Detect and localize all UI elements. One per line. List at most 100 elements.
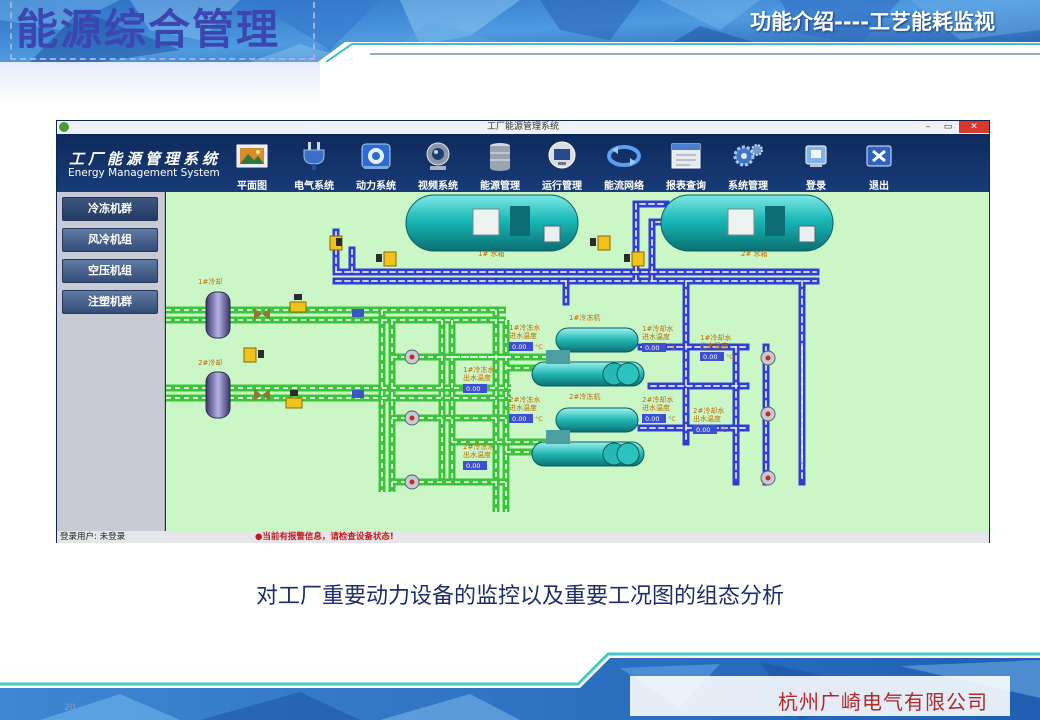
toolbar-system[interactable]: 系统管理 — [719, 138, 777, 192]
toolbar-system-label: 系统管理 — [728, 181, 768, 192]
database-icon — [490, 143, 510, 171]
exit-icon — [866, 145, 892, 167]
status-alarm[interactable]: ●当前有报警信息，请检查设备状态! — [255, 532, 394, 542]
maximize-button[interactable]: ▭ — [943, 122, 953, 132]
cw1-out-value: 0.00 — [703, 353, 717, 361]
toolbar-floor-plan[interactable]: 平面图 — [223, 138, 281, 192]
cw1-out-unit: °C — [726, 353, 734, 361]
network-icon — [607, 145, 641, 167]
cw2-in-label-1: 2#冷却水 — [642, 395, 673, 404]
report-icon — [671, 143, 701, 169]
cooler-2 — [205, 371, 231, 419]
pumps — [404, 349, 776, 490]
valves — [243, 235, 645, 409]
ch1-in-label-2: 进水温度 — [509, 331, 537, 340]
ch1-in-value: 0.00 — [512, 343, 526, 351]
toolbar-network[interactable]: 能流网络 — [595, 138, 653, 192]
chiller-1-label: 1#冷冻机 — [569, 313, 600, 322]
ch1-out-label-1: 1#冷冻水 — [463, 365, 494, 374]
toolbar-report-label: 报表查询 — [666, 181, 706, 192]
cw1-in-label-1: 1#冷却水 — [642, 324, 673, 333]
toolbar-video[interactable]: 视频系统 — [409, 138, 467, 192]
window-title: 工厂能源管理系统 — [486, 122, 559, 132]
sidebar-item-air-cooled-unit[interactable]: 风冷机组 — [62, 228, 158, 252]
header-banner — [0, 0, 1040, 62]
ch1-in-label-1: 1#冷冻水 — [509, 323, 540, 332]
slide-subtitle: 功能介绍----工艺能耗监视 — [750, 10, 995, 34]
status-bar: 登录用户: 未登录 ●当前有报警信息，请检查设备状态! — [57, 531, 989, 543]
ch1-in-unit: °C — [535, 343, 543, 351]
ch2-in-label-2: 进水温度 — [509, 403, 537, 412]
login-icon — [805, 145, 827, 167]
cw1-in-label-2: 进水温度 — [642, 332, 670, 341]
footer-banner — [0, 652, 1040, 720]
cw2-out-value: 0.00 — [696, 426, 710, 434]
toolbar-operation-label: 运行管理 — [542, 181, 582, 192]
toolbar-exit-label: 退出 — [869, 181, 889, 192]
cooler-2-label: 2#冷却 — [198, 358, 222, 367]
ch2-in-unit: °C — [535, 415, 543, 423]
power-plug-icon — [303, 142, 325, 170]
ch2-out-value: 0.00 — [466, 462, 480, 470]
toolbar-login[interactable]: 登录 — [787, 138, 845, 192]
cw1-in-value: 0.00 — [645, 344, 659, 352]
toolbar-energy[interactable]: 能源管理 — [471, 138, 529, 192]
cooler-1 — [205, 291, 231, 339]
status-user: 登录用户: 未登录 — [60, 532, 126, 542]
app-window: 工厂能源管理系统 – ▭ ✕ 工厂能源管理系统 Energy Managemen… — [56, 120, 990, 543]
monitor-icon — [548, 141, 576, 169]
ch2-in-value: 0.00 — [512, 415, 526, 423]
cooler-1-label: 1#冷却 — [198, 277, 222, 286]
tank-1-label: 1# 水箱 — [478, 249, 505, 258]
cw2-out-label-1: 2#冷却水 — [693, 406, 724, 415]
gear-icon — [733, 144, 763, 167]
toolbar-video-label: 视频系统 — [418, 181, 458, 192]
slide-title: 能源综合管理 — [10, 2, 315, 60]
process-diagram-svg: 1# 水箱 2# 水箱 1#冷却 2#冷却 1#冷冻机 2#冷冻机 1#冷冻水 … — [166, 194, 834, 512]
page-number: 20 — [64, 703, 76, 713]
app-logo-cn: 工厂能源管理系统 — [69, 150, 222, 168]
water-tank-2 — [660, 194, 834, 252]
toolbar-power-label: 动力系统 — [356, 181, 396, 192]
water-tank-1 — [405, 194, 579, 252]
toolbar-floor-plan-label: 平面图 — [237, 181, 267, 192]
sidebar-item-injection-molding[interactable]: 注塑机群 — [62, 290, 158, 314]
chiller-2 — [531, 407, 645, 467]
toolbar-report[interactable]: 报表查询 — [657, 138, 715, 192]
toolbar-energy-label: 能源管理 — [480, 181, 520, 192]
cw2-in-value: 0.00 — [645, 415, 659, 423]
tank-2-label: 2# 水箱 — [741, 249, 768, 258]
toolbar-exit[interactable]: 退出 — [850, 138, 908, 192]
power-system-icon — [361, 143, 391, 169]
company-name: 杭州广崎电气有限公司 — [778, 690, 988, 714]
toolbar-electrical[interactable]: 电气系统 — [285, 138, 343, 192]
sidebar-item-chiller-group[interactable]: 冷冻机群 — [62, 197, 158, 221]
window-titlebar[interactable]: 工厂能源管理系统 – ▭ ✕ — [57, 121, 989, 134]
temperature-readouts: 0.00 °C 0.00 0.00 °C 0.00 °C 0.00 °C 0.0… — [463, 342, 734, 470]
toolbar-network-label: 能流网络 — [604, 181, 644, 192]
ch2-out-label-2: 出水温度 — [463, 450, 491, 459]
minimize-button[interactable]: – — [925, 122, 931, 132]
cw1-out-label-1: 1#冷却水 — [700, 333, 731, 342]
process-diagram: 1# 水箱 2# 水箱 1#冷却 2#冷却 1#冷冻机 2#冷冻机 1#冷冻水 … — [166, 192, 989, 531]
app-logo-en: Energy Management System — [68, 167, 220, 179]
sidebar-item-air-compressor[interactable]: 空压机组 — [62, 259, 158, 283]
toolbar-login-label: 登录 — [806, 181, 826, 192]
pump-indicators — [409, 354, 771, 485]
cw2-out-unit: °C — [719, 426, 727, 434]
toolbar-electrical-label: 电气系统 — [294, 181, 334, 192]
close-button[interactable]: ✕ — [959, 121, 989, 133]
header-fade — [0, 62, 320, 106]
chiller-1 — [531, 327, 645, 387]
ch1-out-label-2: 出水温度 — [463, 373, 491, 382]
ch1-out-value: 0.00 — [466, 385, 480, 393]
camera-icon — [426, 142, 450, 170]
app-icon — [59, 122, 69, 132]
ch2-out-label-1: 2#冷冻水 — [463, 442, 494, 451]
sidebar: 冷冻机群 风冷机组 空压机组 注塑机群 — [57, 192, 165, 531]
toolbar-power[interactable]: 动力系统 — [347, 138, 405, 192]
slide-caption: 对工厂重要动力设备的监控以及重要工况图的组态分析 — [255, 584, 784, 609]
toolbar-operation[interactable]: 运行管理 — [533, 138, 591, 192]
main-toolbar: 工厂能源管理系统 Energy Management System 平面图 电气… — [57, 134, 989, 192]
